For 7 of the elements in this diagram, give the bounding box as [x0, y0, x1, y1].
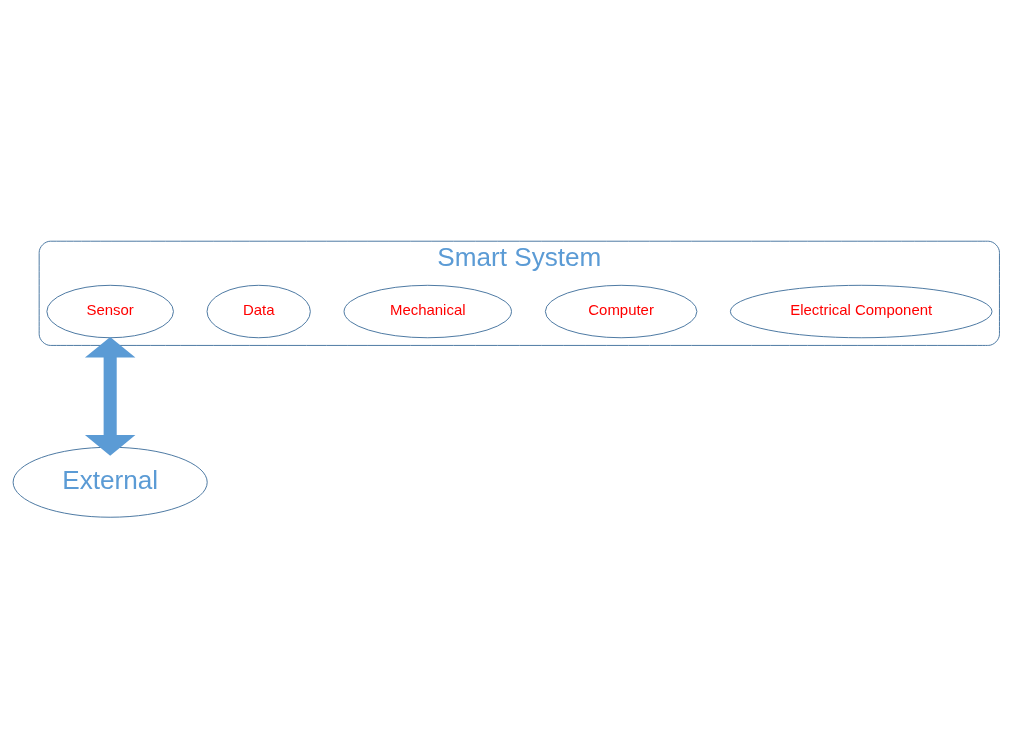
arrow: [84, 337, 136, 456]
node-ellipse: Sensor: [46, 284, 174, 339]
node-ellipse: Computer: [544, 284, 698, 339]
node-ellipse: External: [12, 446, 208, 518]
node-ellipse: Electrical Component: [729, 284, 993, 339]
node-ellipse: Data: [206, 284, 311, 339]
node-ellipse: Mechanical: [343, 284, 512, 339]
